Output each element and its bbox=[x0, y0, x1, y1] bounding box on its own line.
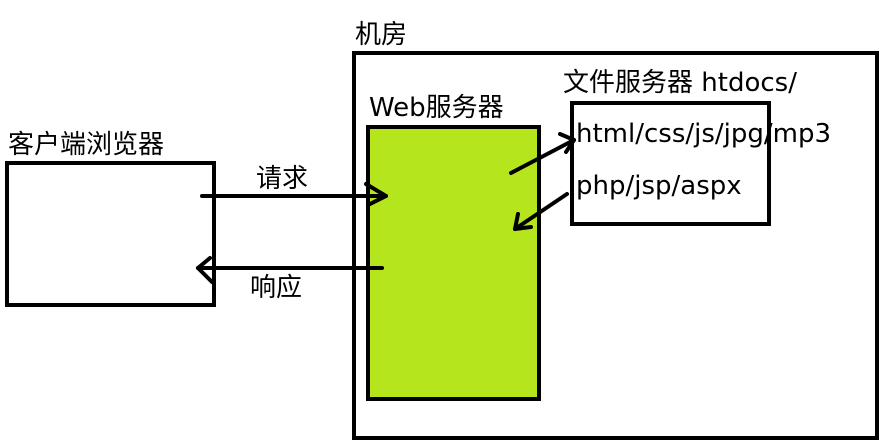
response-label: 响应 bbox=[250, 273, 303, 303]
request-label: 请求 bbox=[256, 164, 309, 194]
file-server-label: 文件服务器 htdocs/ bbox=[563, 68, 797, 98]
file-to-web-arrow-head bbox=[513, 212, 533, 231]
machine-room-label: 机房 bbox=[355, 20, 408, 50]
file-server-files-line-1: html/css/js/jpg/mp3 bbox=[576, 119, 832, 149]
file-server-box bbox=[570, 101, 771, 226]
file-server-files-line-2: php/jsp/aspx bbox=[576, 171, 742, 201]
client-browser-box bbox=[5, 161, 216, 307]
web-to-file-arrow-line bbox=[509, 138, 576, 175]
file-to-web-arrow-line bbox=[513, 192, 569, 231]
client-browser-label: 客户端浏览器 bbox=[8, 130, 165, 160]
web-to-file-arrow-head bbox=[558, 132, 576, 154]
request-arrow-head bbox=[364, 182, 388, 207]
web-server-label: Web服务器 bbox=[369, 93, 504, 123]
machine-room-box bbox=[352, 51, 879, 440]
response-arrow-head bbox=[196, 256, 214, 284]
